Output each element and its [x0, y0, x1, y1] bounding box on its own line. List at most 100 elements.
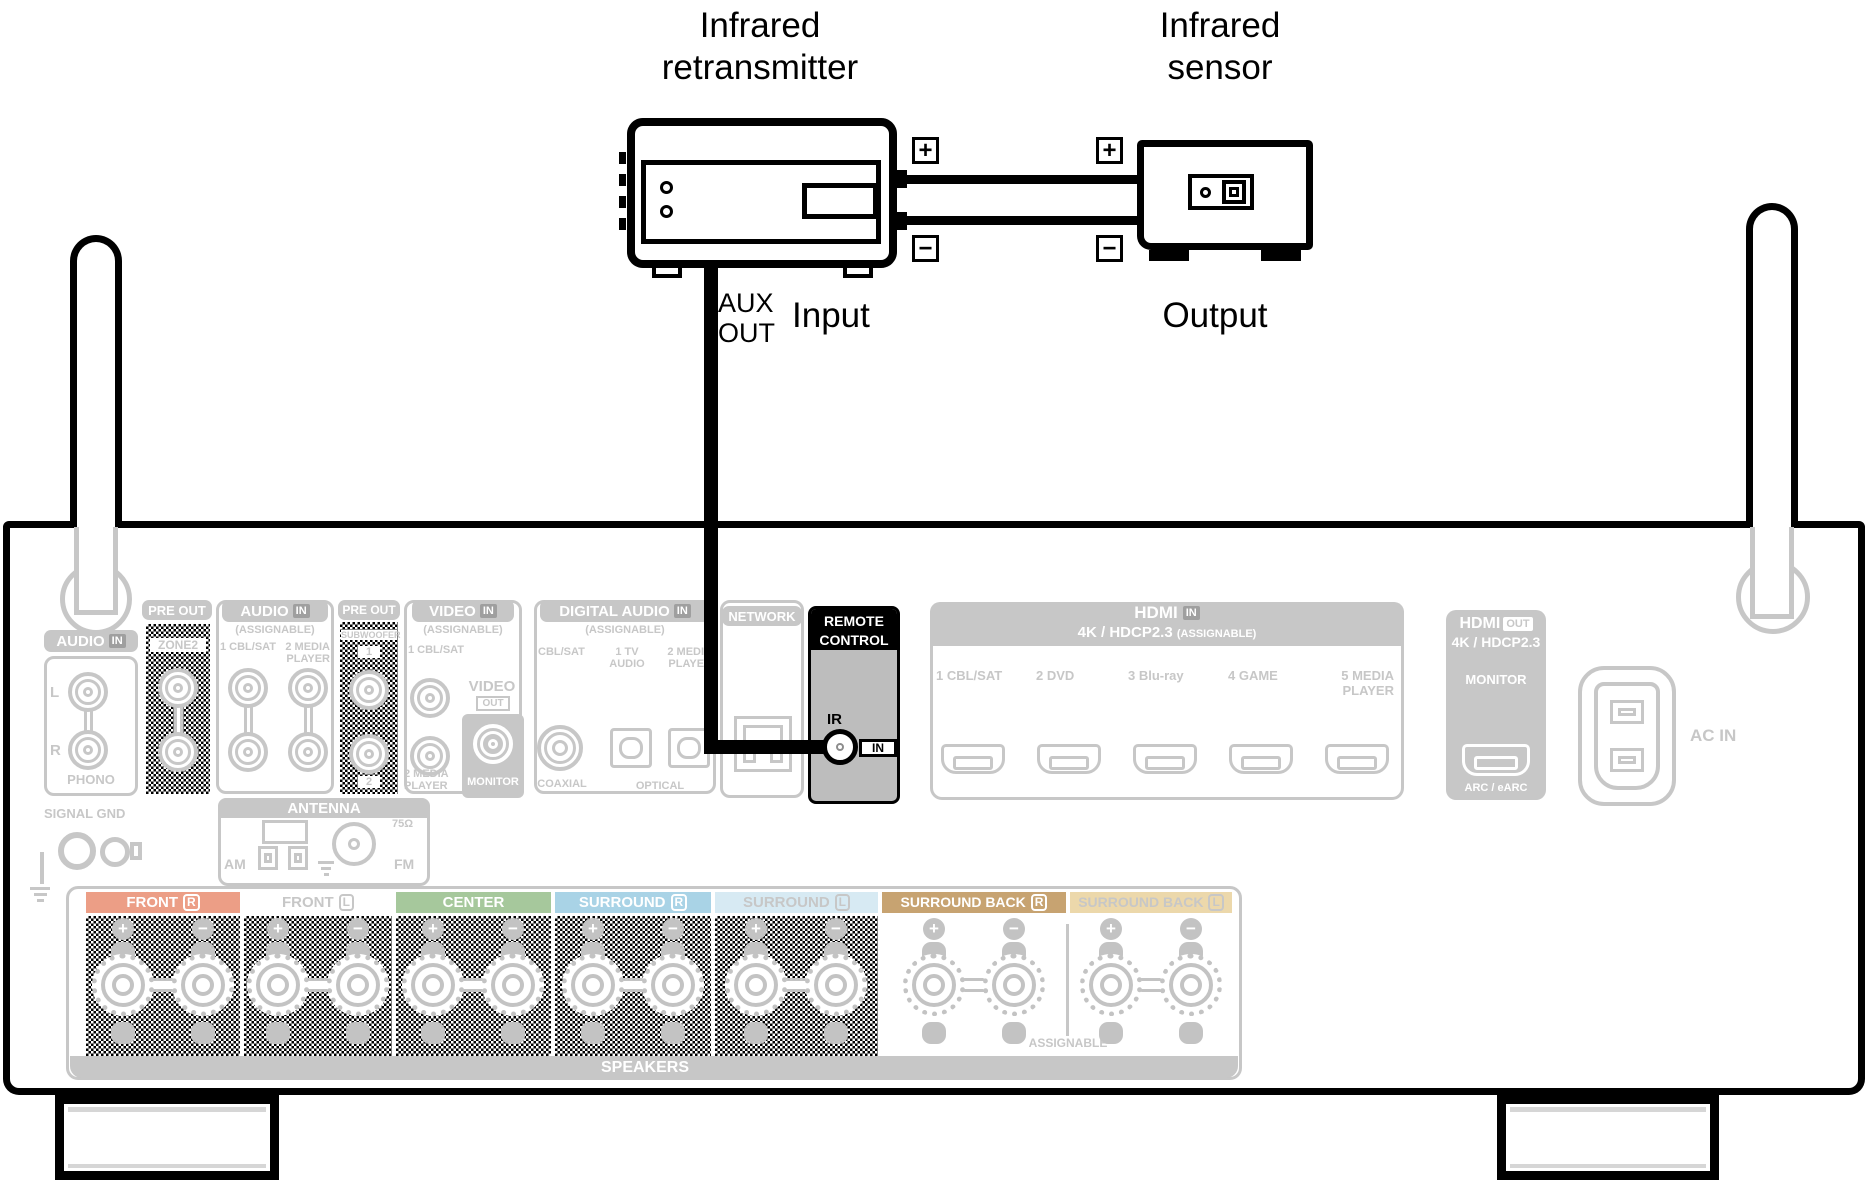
rca-jack-sub1 [349, 670, 389, 710]
in-badge: IN [1182, 606, 1200, 620]
hdmi-port-2 [1037, 744, 1101, 774]
hdmi-1-label: 1 CBL/SAT [936, 668, 1003, 683]
hdmi-4-label: 4 GAME [1228, 668, 1278, 683]
ac-inlet-shield [1594, 682, 1660, 790]
fm-coax-jack [332, 822, 376, 866]
rca-jack-monitor [473, 724, 513, 764]
ground-icon [316, 858, 336, 876]
hdmi-out-header: HDMI OUT [1446, 610, 1546, 634]
ir-in-jack [822, 729, 858, 765]
minus-badge: − [825, 918, 847, 940]
minus-terminal-icon: − [1096, 235, 1123, 262]
minus-badge: − [1180, 918, 1202, 940]
plus-badge: + [112, 918, 134, 940]
l-badge: L [1208, 894, 1224, 911]
binding-post [402, 954, 464, 1016]
r-badge: R [183, 894, 200, 911]
ir-in-badge: IN [859, 739, 897, 757]
rca-jack-video1 [410, 678, 450, 718]
receiver-foot [1497, 1095, 1719, 1180]
vent-tick [619, 218, 626, 230]
antenna-header: ANTENNA [218, 798, 430, 818]
optical-2-media-label: 2 MEDIA PLAYER [667, 646, 712, 670]
binding-post [983, 954, 1045, 1016]
optical-jack-tv [610, 728, 652, 768]
am-terminal-inner [264, 853, 272, 863]
video-in-header: VIDEO IN [412, 600, 514, 622]
subwoofer-label: SUBWOOFER [341, 630, 401, 640]
vent-tick [619, 152, 626, 164]
network-header: NETWORK [722, 606, 802, 626]
sensor-device [1137, 140, 1313, 250]
binding-post [327, 954, 389, 1016]
rca-jack-sub2 [349, 734, 389, 774]
post-tab [922, 1022, 946, 1044]
monitor-label: MONITOR [467, 776, 519, 788]
signal-gnd-label: SIGNAL GND [44, 806, 126, 821]
ground-icon [28, 884, 52, 904]
wifi-antenna-right [1746, 203, 1798, 527]
channel-header-center: CENTER [396, 892, 551, 913]
phono-caption: PHONO [67, 772, 115, 787]
divider [1066, 924, 1069, 1036]
pre-out-sub-header: PRE OUT [338, 600, 400, 620]
device-foot [1149, 250, 1189, 261]
led-icon [660, 205, 673, 218]
sub-1-label: 1 [358, 646, 380, 658]
device-foot [843, 264, 873, 278]
sensor-wire [903, 216, 1141, 225]
retransmitter-label: Infrared retransmitter [661, 6, 859, 87]
am-label: AM [224, 856, 246, 872]
hdmi-out-subtitle: 4K / HDCP2.3 [1451, 634, 1541, 650]
rca-jack-phono-r [68, 730, 108, 770]
binding-post [903, 954, 965, 1016]
in-badge: IN [479, 604, 497, 618]
rca-jack-media [288, 668, 328, 708]
binding-post [172, 954, 234, 1016]
zone2-label: ZONE2 [150, 638, 206, 652]
digital-audio-header: DIGITAL AUDIO IN [540, 600, 710, 622]
retransmitter-front-panel [641, 160, 881, 244]
hdmi-port-5 [1325, 744, 1389, 774]
l-badge: L [338, 894, 354, 911]
gnd-screw-icon [58, 832, 96, 870]
am-terminal-window [258, 846, 278, 870]
led-icon [660, 181, 673, 194]
minus-terminal-icon: − [912, 235, 939, 262]
sensor-wire [903, 175, 1141, 184]
hdmi-5-label: 5 MEDIA PLAYER [1341, 668, 1394, 698]
post-tab [1099, 1022, 1123, 1044]
in-badge: IN [673, 604, 691, 618]
rca-jack-cblsat [228, 668, 268, 708]
hdmi-port-3 [1133, 744, 1197, 774]
speakers-label: SPEAKERS [600, 1059, 690, 1076]
ac-slot [1610, 700, 1644, 724]
input-2-media-label: 2 MEDIA PLAYER [285, 641, 330, 665]
post-tab [661, 1022, 685, 1044]
post-tab [346, 1022, 370, 1044]
rca-jack-media [288, 732, 328, 772]
post-tab [744, 1022, 768, 1044]
audio-in-assignable-header: AUDIO IN [222, 600, 328, 622]
remote-control-section: REMOTE CONTROL IR IN [808, 606, 900, 804]
sensor-eye-icon [1200, 187, 1211, 198]
post-tab [1002, 1022, 1026, 1044]
sensor-window [1222, 180, 1246, 204]
minus-badge: − [1003, 918, 1025, 940]
hdmi-3-label: 3 Blu-ray [1128, 668, 1184, 683]
binding-post [482, 954, 544, 1016]
video-2-media-label: 2 MEDIA PLAYER [404, 768, 449, 792]
am-terminal-inner [294, 853, 302, 863]
minus-badge: − [347, 918, 369, 940]
fm-label: FM [394, 856, 415, 872]
rca-jack-phono-l [68, 672, 108, 712]
hdmi-port-1 [941, 744, 1005, 774]
in-badge: IN [292, 604, 310, 618]
hdmi-2-label: 2 DVD [1036, 668, 1075, 683]
plus-badge: + [745, 918, 767, 940]
gnd-wire [40, 852, 44, 884]
